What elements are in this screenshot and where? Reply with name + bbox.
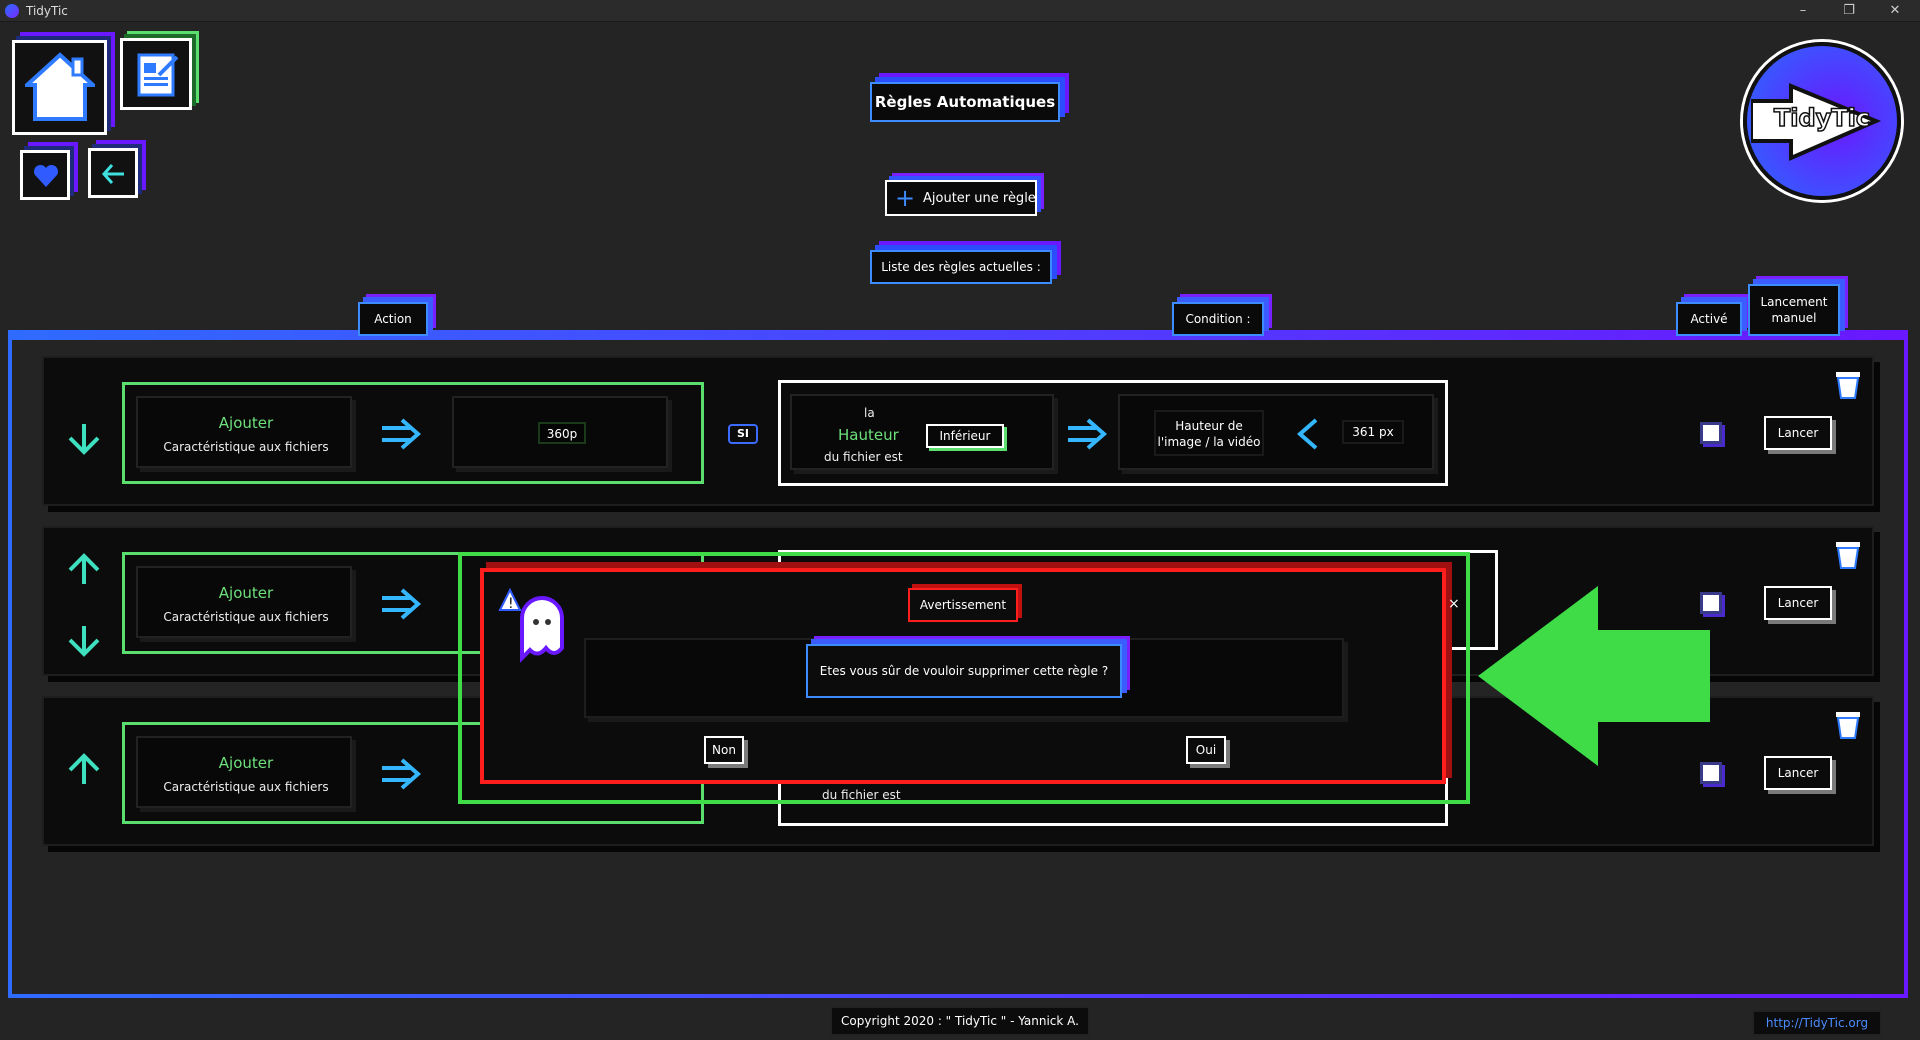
action-type-3[interactable]: Ajouter Caractéristique aux fichiers [136,736,352,808]
arrow-right-icon [382,588,422,620]
heart-icon [33,164,59,187]
active-checkbox-2[interactable] [1700,592,1722,614]
highlight-frame [458,552,1470,804]
copyright: Copyright 2020 : " TidyTic " - Yannick A… [830,1006,1090,1036]
action-verb: Ajouter [218,754,274,772]
action-value: 360p [538,422,586,444]
app-icon [5,4,19,18]
dialog-close-icon[interactable]: × [1448,596,1460,612]
trash-icon[interactable] [1834,708,1862,740]
add-rule-label: Ajouter une règle [923,191,1036,206]
move-up-icon[interactable] [66,752,102,786]
action-verb: Ajouter [218,584,274,602]
less-than-icon [1296,418,1318,450]
cond-property: Hauteur [838,426,899,444]
confirm-dialog: ! Avertissement Etes vous sûr de vouloir… [480,568,1446,784]
page-title: Règles Automatiques [870,82,1060,122]
website-link[interactable]: http://TidyTic.org [1752,1010,1882,1036]
add-rule-button[interactable]: + Ajouter une règle [885,180,1037,216]
cond-target: Hauteur de l'image / la vidéo [1154,410,1264,456]
tidytic-logo: TidyTic [1743,42,1901,200]
plus-icon: + [895,184,916,212]
home-icon [25,52,95,121]
favorites-button[interactable] [20,150,70,200]
condition-target-1[interactable]: Hauteur de l'image / la vidéo 361 px [1118,394,1434,470]
no-button[interactable]: Non [704,736,744,764]
arrow-left-icon [101,164,124,184]
action-desc: Caractéristique aux fichiers [163,780,329,794]
column-condition: Condition : [1172,302,1264,336]
svg-text:!: ! [508,596,514,612]
if-link: SI [728,424,758,444]
rules-list-title: Liste des règles actuelles : [870,250,1052,284]
cond-est-3: du fichier est [822,788,901,802]
move-down-icon[interactable] [66,422,102,456]
action-desc: Caractéristique aux fichiers [163,610,329,624]
ghost-icon: ! [498,588,564,663]
close-window-button[interactable]: ✕ [1889,3,1901,18]
cond-la: la [864,406,875,420]
column-action: Action [358,302,428,336]
rules-editor-button[interactable] [120,38,192,110]
launch-button-3[interactable]: Lancer [1764,756,1832,790]
action-type-1[interactable]: Ajouter Caractéristique aux fichiers [136,396,352,468]
dialog-message: Etes vous sûr de vouloir supprimer cette… [806,644,1122,698]
action-verb: Ajouter [218,414,274,432]
dialog-title: Avertissement [908,588,1018,622]
edit-document-icon [137,53,179,97]
action-value-box-1[interactable]: 360p [452,396,668,468]
active-checkbox-3[interactable] [1700,762,1722,784]
launch-button-2[interactable]: Lancer [1764,586,1832,620]
logo-text: TidyTic [1773,103,1871,133]
move-down-icon[interactable] [66,624,102,658]
operator-dropdown[interactable]: Inférieur [926,424,1004,448]
trash-icon[interactable] [1834,538,1862,570]
window-title: TidyTic [26,4,68,18]
action-desc: Caractéristique aux fichiers [163,440,329,454]
arrow-right-icon [1068,418,1108,450]
launch-button-1[interactable]: Lancer [1764,416,1832,450]
condition-property-1[interactable]: la Hauteur du fichier est Inférieur [790,394,1054,470]
active-checkbox-1[interactable] [1700,422,1722,444]
column-manual-launch: Lancement manuel [1748,284,1840,336]
home-button[interactable] [12,40,107,135]
cond-est: du fichier est [824,450,903,464]
move-up-icon[interactable] [66,552,102,586]
logo-arrow-icon [1751,83,1882,162]
pointer-arrow-icon [1478,586,1710,766]
minimize-button[interactable]: – [1799,3,1807,18]
back-button[interactable] [88,148,138,198]
title-bar: TidyTic – ❐ ✕ [0,0,1920,22]
column-active: Activé [1676,302,1742,336]
arrow-right-icon [382,758,422,790]
trash-icon[interactable] [1834,368,1862,400]
action-type-2[interactable]: Ajouter Caractéristique aux fichiers [136,566,352,638]
cond-value: 361 px [1342,420,1404,444]
yes-button[interactable]: Oui [1186,736,1226,764]
arrow-right-icon [382,418,422,450]
restore-button[interactable]: ❐ [1843,3,1855,18]
